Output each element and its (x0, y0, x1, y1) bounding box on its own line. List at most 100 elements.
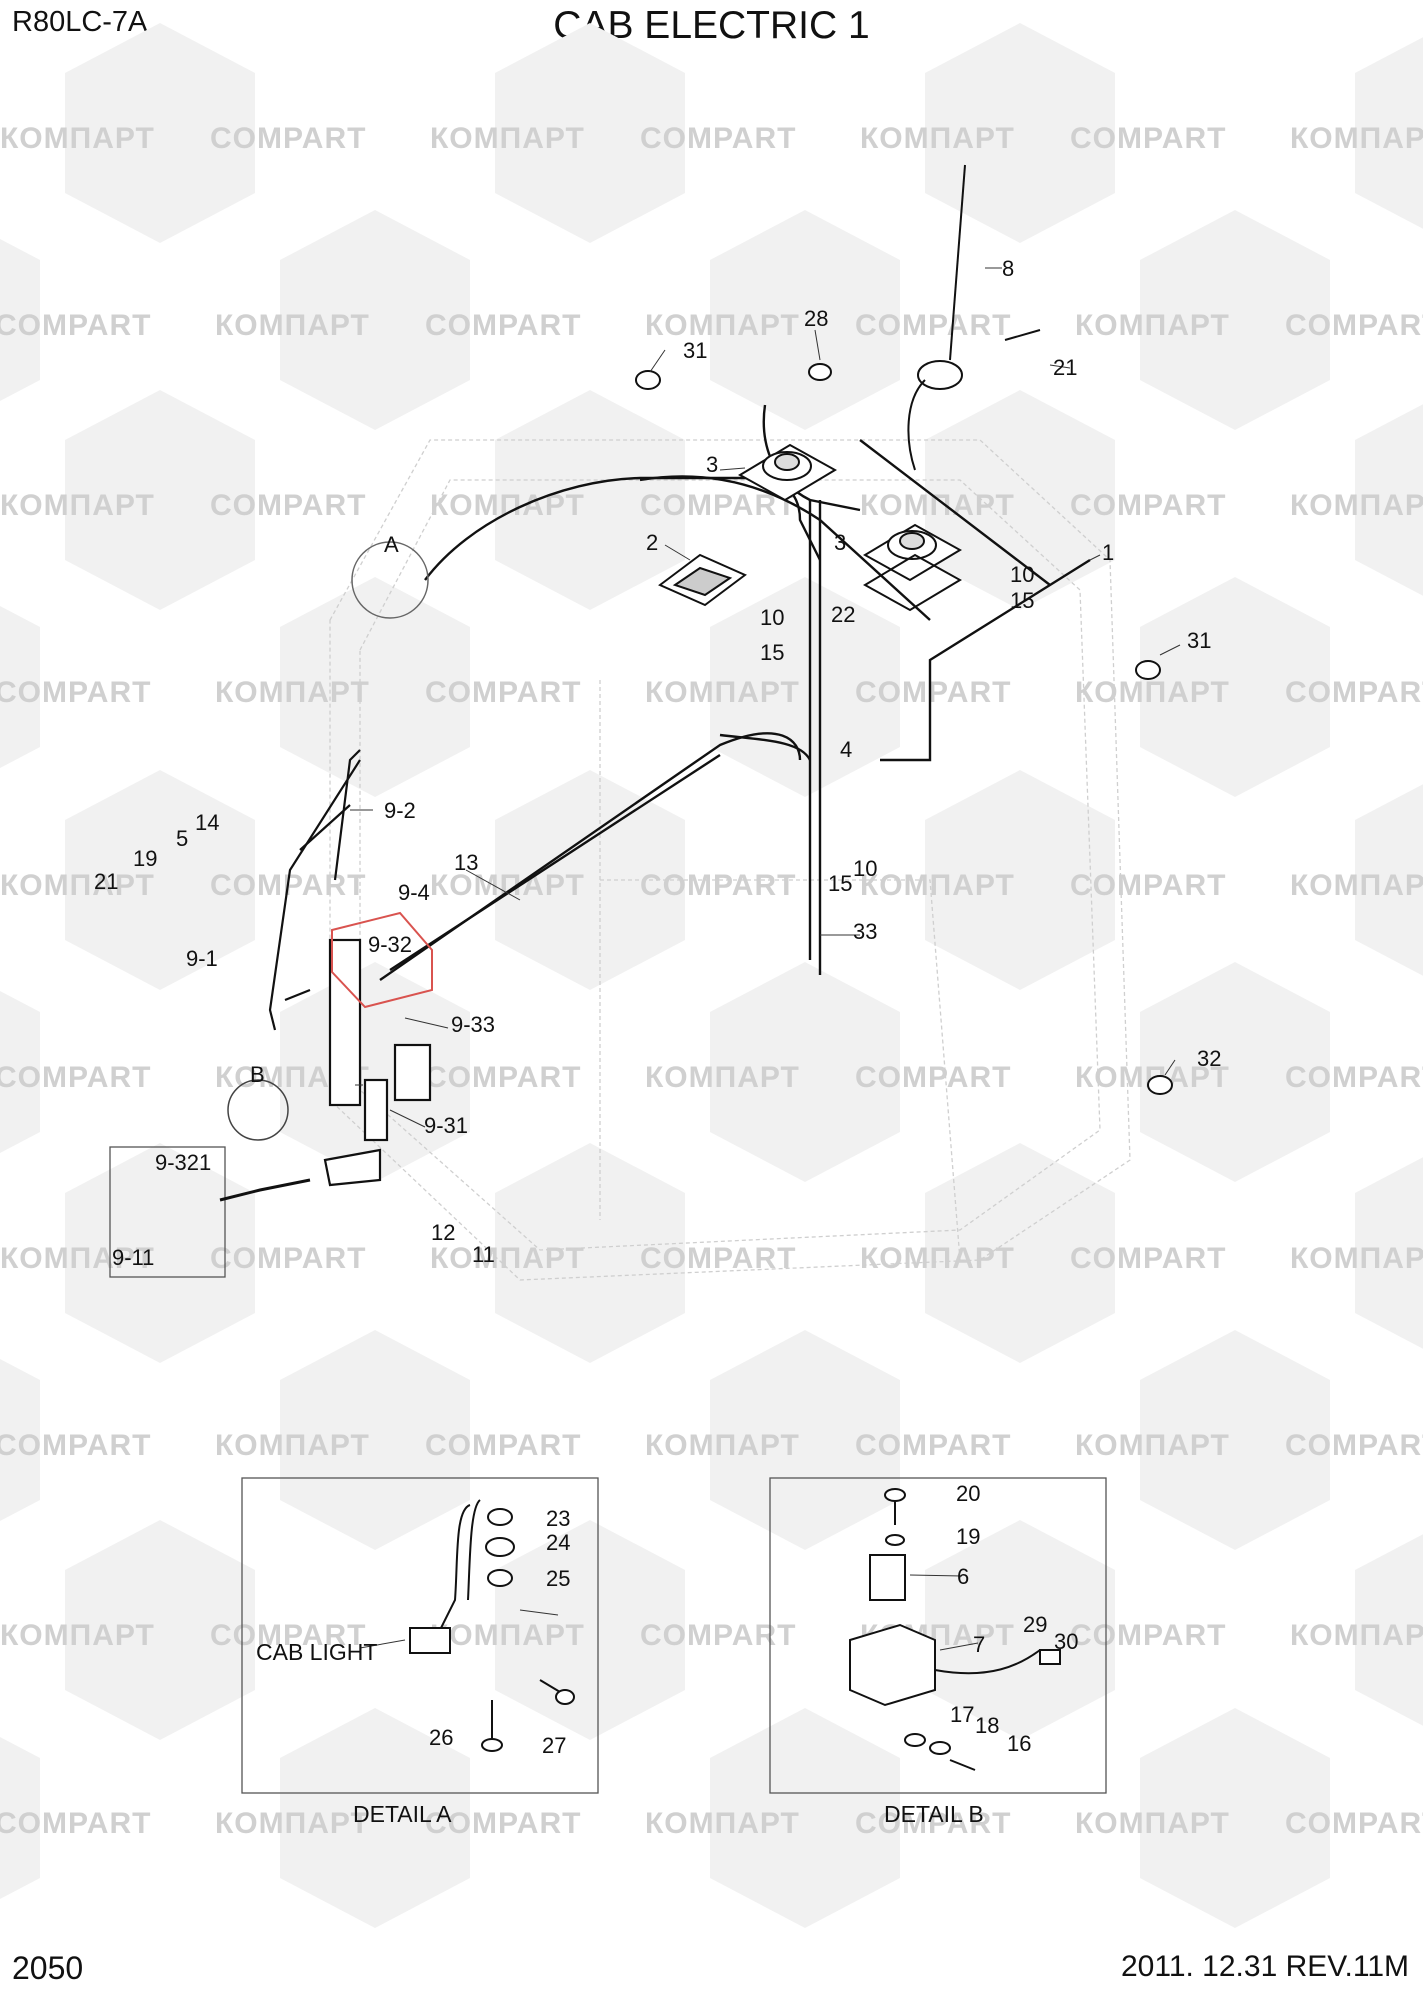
watermark-text: КОМПАРТ (0, 489, 155, 522)
detail-b-frame (769, 1477, 1107, 1794)
watermark-hex (1355, 37, 1423, 229)
watermark-text: КОМПАРТ (645, 309, 800, 342)
speaker-right (863, 523, 962, 612)
callout-label: 20 (956, 1481, 980, 1506)
callout-label: 13 (454, 850, 478, 875)
watermark-text: КОМПАРТ (1075, 309, 1230, 342)
watermark-text: COMPART (0, 1061, 151, 1094)
watermark-hex (65, 390, 255, 610)
callout-label: 19 (133, 846, 157, 871)
callout-label: A (384, 532, 399, 557)
watermark-text: КОМПАРТ (860, 1242, 1015, 1275)
watermark-hex (925, 770, 1115, 990)
callout-label: 33 (853, 919, 877, 944)
watermark-text: COMPART (425, 1061, 581, 1094)
watermark-text: COMPART (1070, 869, 1226, 902)
watermark-hex (0, 990, 40, 1154)
callout-label: 10 (760, 605, 784, 630)
callout-label: 30 (1054, 1629, 1078, 1654)
antenna (907, 164, 1041, 471)
callout-label: 9-4 (398, 880, 430, 905)
watermark-text: COMPART (1070, 122, 1226, 155)
watermark-text: COMPART (210, 489, 366, 522)
watermark-hex (495, 1143, 685, 1363)
detail-b-marker (227, 1079, 289, 1141)
grommets (635, 363, 1173, 1095)
callout-label: 29 (1023, 1612, 1047, 1637)
watermark-text: COMPART (855, 1061, 1011, 1094)
watermark-hex (1140, 1708, 1330, 1928)
callout-label: 14 (195, 810, 219, 835)
wire-harness (379, 404, 1091, 981)
watermark-hex (1355, 404, 1423, 596)
watermark-hex (65, 1520, 255, 1740)
callout-label: 1 (1102, 540, 1114, 565)
watermark-text: COMPART (855, 1429, 1011, 1462)
watermark-hex (925, 1520, 1115, 1740)
watermark-hex (280, 577, 470, 797)
model-code: R80LC-7A (12, 6, 148, 38)
detail-b-drawing (849, 1488, 1061, 1771)
watermark-hex (65, 23, 255, 243)
callout-label: 9-1 (186, 946, 218, 971)
callout-label: 10 (1010, 562, 1034, 587)
callout-label: 19 (956, 1524, 980, 1549)
watermark-hex (1140, 962, 1330, 1182)
callout-label: 23 (546, 1506, 570, 1531)
callout-label: 21 (1053, 355, 1077, 380)
speaker-left (738, 443, 837, 502)
watermark-text: COMPART (1070, 489, 1226, 522)
watermark-text: COMPART (425, 676, 581, 709)
watermark-hex (1355, 784, 1423, 976)
cab-outline (329, 439, 1131, 1281)
watermark-text: COMPART (425, 1807, 581, 1840)
callout-label: 15 (828, 871, 852, 896)
callout-label: 31 (1187, 628, 1211, 653)
watermark-hex (280, 962, 470, 1182)
detail-a-frame (241, 1477, 599, 1794)
highlight-9-32 (331, 911, 433, 1009)
watermark-hex (925, 23, 1115, 243)
watermark-text: КОМПАРТ (645, 1061, 800, 1094)
callout-label: B (250, 1062, 265, 1087)
watermark-text: КОМПАРТ (430, 122, 585, 155)
watermark-text: COMPART (210, 1242, 366, 1275)
watermark-text: COMPART (210, 122, 366, 155)
watermark-layer: КОМПАРТ COMPART КОМПАРТ COMPART КОМПАРТ COMPA… (0, 23, 1423, 1928)
watermark-text: КОМПАРТ (1075, 1807, 1230, 1840)
watermark-hex (65, 1143, 255, 1363)
watermark-text: COMPART (0, 676, 151, 709)
callout-label: 17 (950, 1702, 974, 1727)
callout-label: 31 (683, 338, 707, 363)
watermark-text: COMPART (640, 869, 796, 902)
watermark-hex (710, 210, 900, 430)
watermark-hex (495, 770, 685, 990)
callout-label: 3 (706, 452, 718, 477)
watermark-text: КОМПАРТ (1290, 1619, 1423, 1652)
watermark-hex (495, 1520, 685, 1740)
watermark-text: КОМПАРТ (0, 1242, 155, 1275)
watermark-hex (1140, 577, 1330, 797)
watermark-hex (1140, 1330, 1330, 1550)
watermark-text: КОМПАРТ (1290, 869, 1423, 902)
watermark-hex (925, 1143, 1115, 1363)
page-number: 2050 (12, 1950, 84, 1986)
watermark-hex (925, 390, 1115, 610)
watermark-text: КОМПАРТ (1075, 676, 1230, 709)
watermark-hex (280, 1330, 470, 1550)
watermark-text: КОМПАРТ (215, 676, 370, 709)
callout-label: 28 (804, 306, 828, 331)
callout-label: 18 (975, 1713, 999, 1738)
watermark-text: КОМПАРТ (860, 122, 1015, 155)
watermark-text: КОМПАРТ (645, 1807, 800, 1840)
callout-label: 5 (176, 826, 188, 851)
callout-label: 7 (973, 1632, 985, 1657)
watermark-text: КОМПАРТ (1075, 1429, 1230, 1462)
watermark-text: COMPART (1285, 1807, 1423, 1840)
watermark-text: COMPART (640, 122, 796, 155)
watermark-hex (0, 1358, 40, 1522)
watermark-text: КОМПАРТ (645, 1429, 800, 1462)
watermark-text: КОМПАРТ (0, 1619, 155, 1652)
watermark-text: КОМПАРТ (860, 489, 1015, 522)
